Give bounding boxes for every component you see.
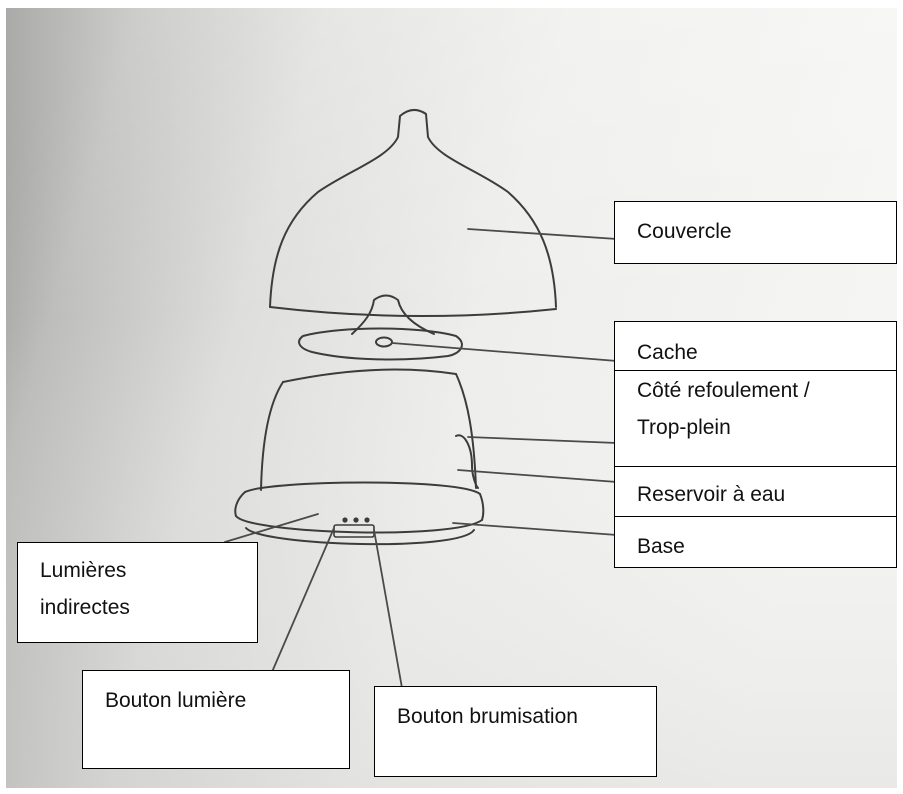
leader-reservoir [457,469,618,483]
diffuser-drawing [234,109,557,546]
label-bouton-lumiere-text: Bouton lumière [105,689,247,712]
base-bottom [235,515,483,534]
leader-cache [391,342,618,362]
label-bouton-lumiere: Bouton lumière [82,670,350,769]
label-cache-text: Cache [637,341,698,364]
cache-disc [298,327,463,361]
label-couvercle: Couvercle [614,201,897,264]
overflow-tab [455,434,479,489]
label-cache: Cache [614,321,897,372]
base-sides [234,491,485,521]
cache-nozzle [351,294,435,335]
couvercle-dome [269,109,557,308]
label-cote-refoulement: Côté refoulement / Trop-plein [614,370,897,468]
leader-lumieres [224,513,319,543]
label-lumieres-line1: Lumières [40,559,127,582]
leader-bouton-lumiere [271,527,335,673]
label-reservoir-text: Reservoir à eau [637,483,786,506]
leader-lines [224,228,618,689]
couvercle-rim [269,306,557,318]
label-bouton-brumisation: Bouton brumisation [374,686,657,777]
label-bouton-brumisation-text: Bouton brumisation [397,705,578,728]
label-lumieres-line2: indirectes [40,596,130,619]
cache-hole [375,336,393,348]
label-base: Base [614,516,897,568]
label-cote-line1: Côté refoulement / [637,379,810,402]
label-reservoir: Reservoir à eau [614,466,897,518]
leader-base [452,522,618,536]
indicator-dots [342,517,370,523]
leader-couvercle [467,228,618,240]
label-lumieres-indirectes: Lumières indirectes [17,542,258,643]
leader-bouton-brumisation [373,529,403,689]
base-foot [245,527,475,546]
label-cote-line2: Trop-plein [637,416,731,439]
label-couvercle-text: Couvercle [637,220,732,243]
leader-cote [467,436,618,444]
label-base-text: Base [637,535,685,558]
reservoir-top [282,368,457,383]
base-top [244,481,481,495]
